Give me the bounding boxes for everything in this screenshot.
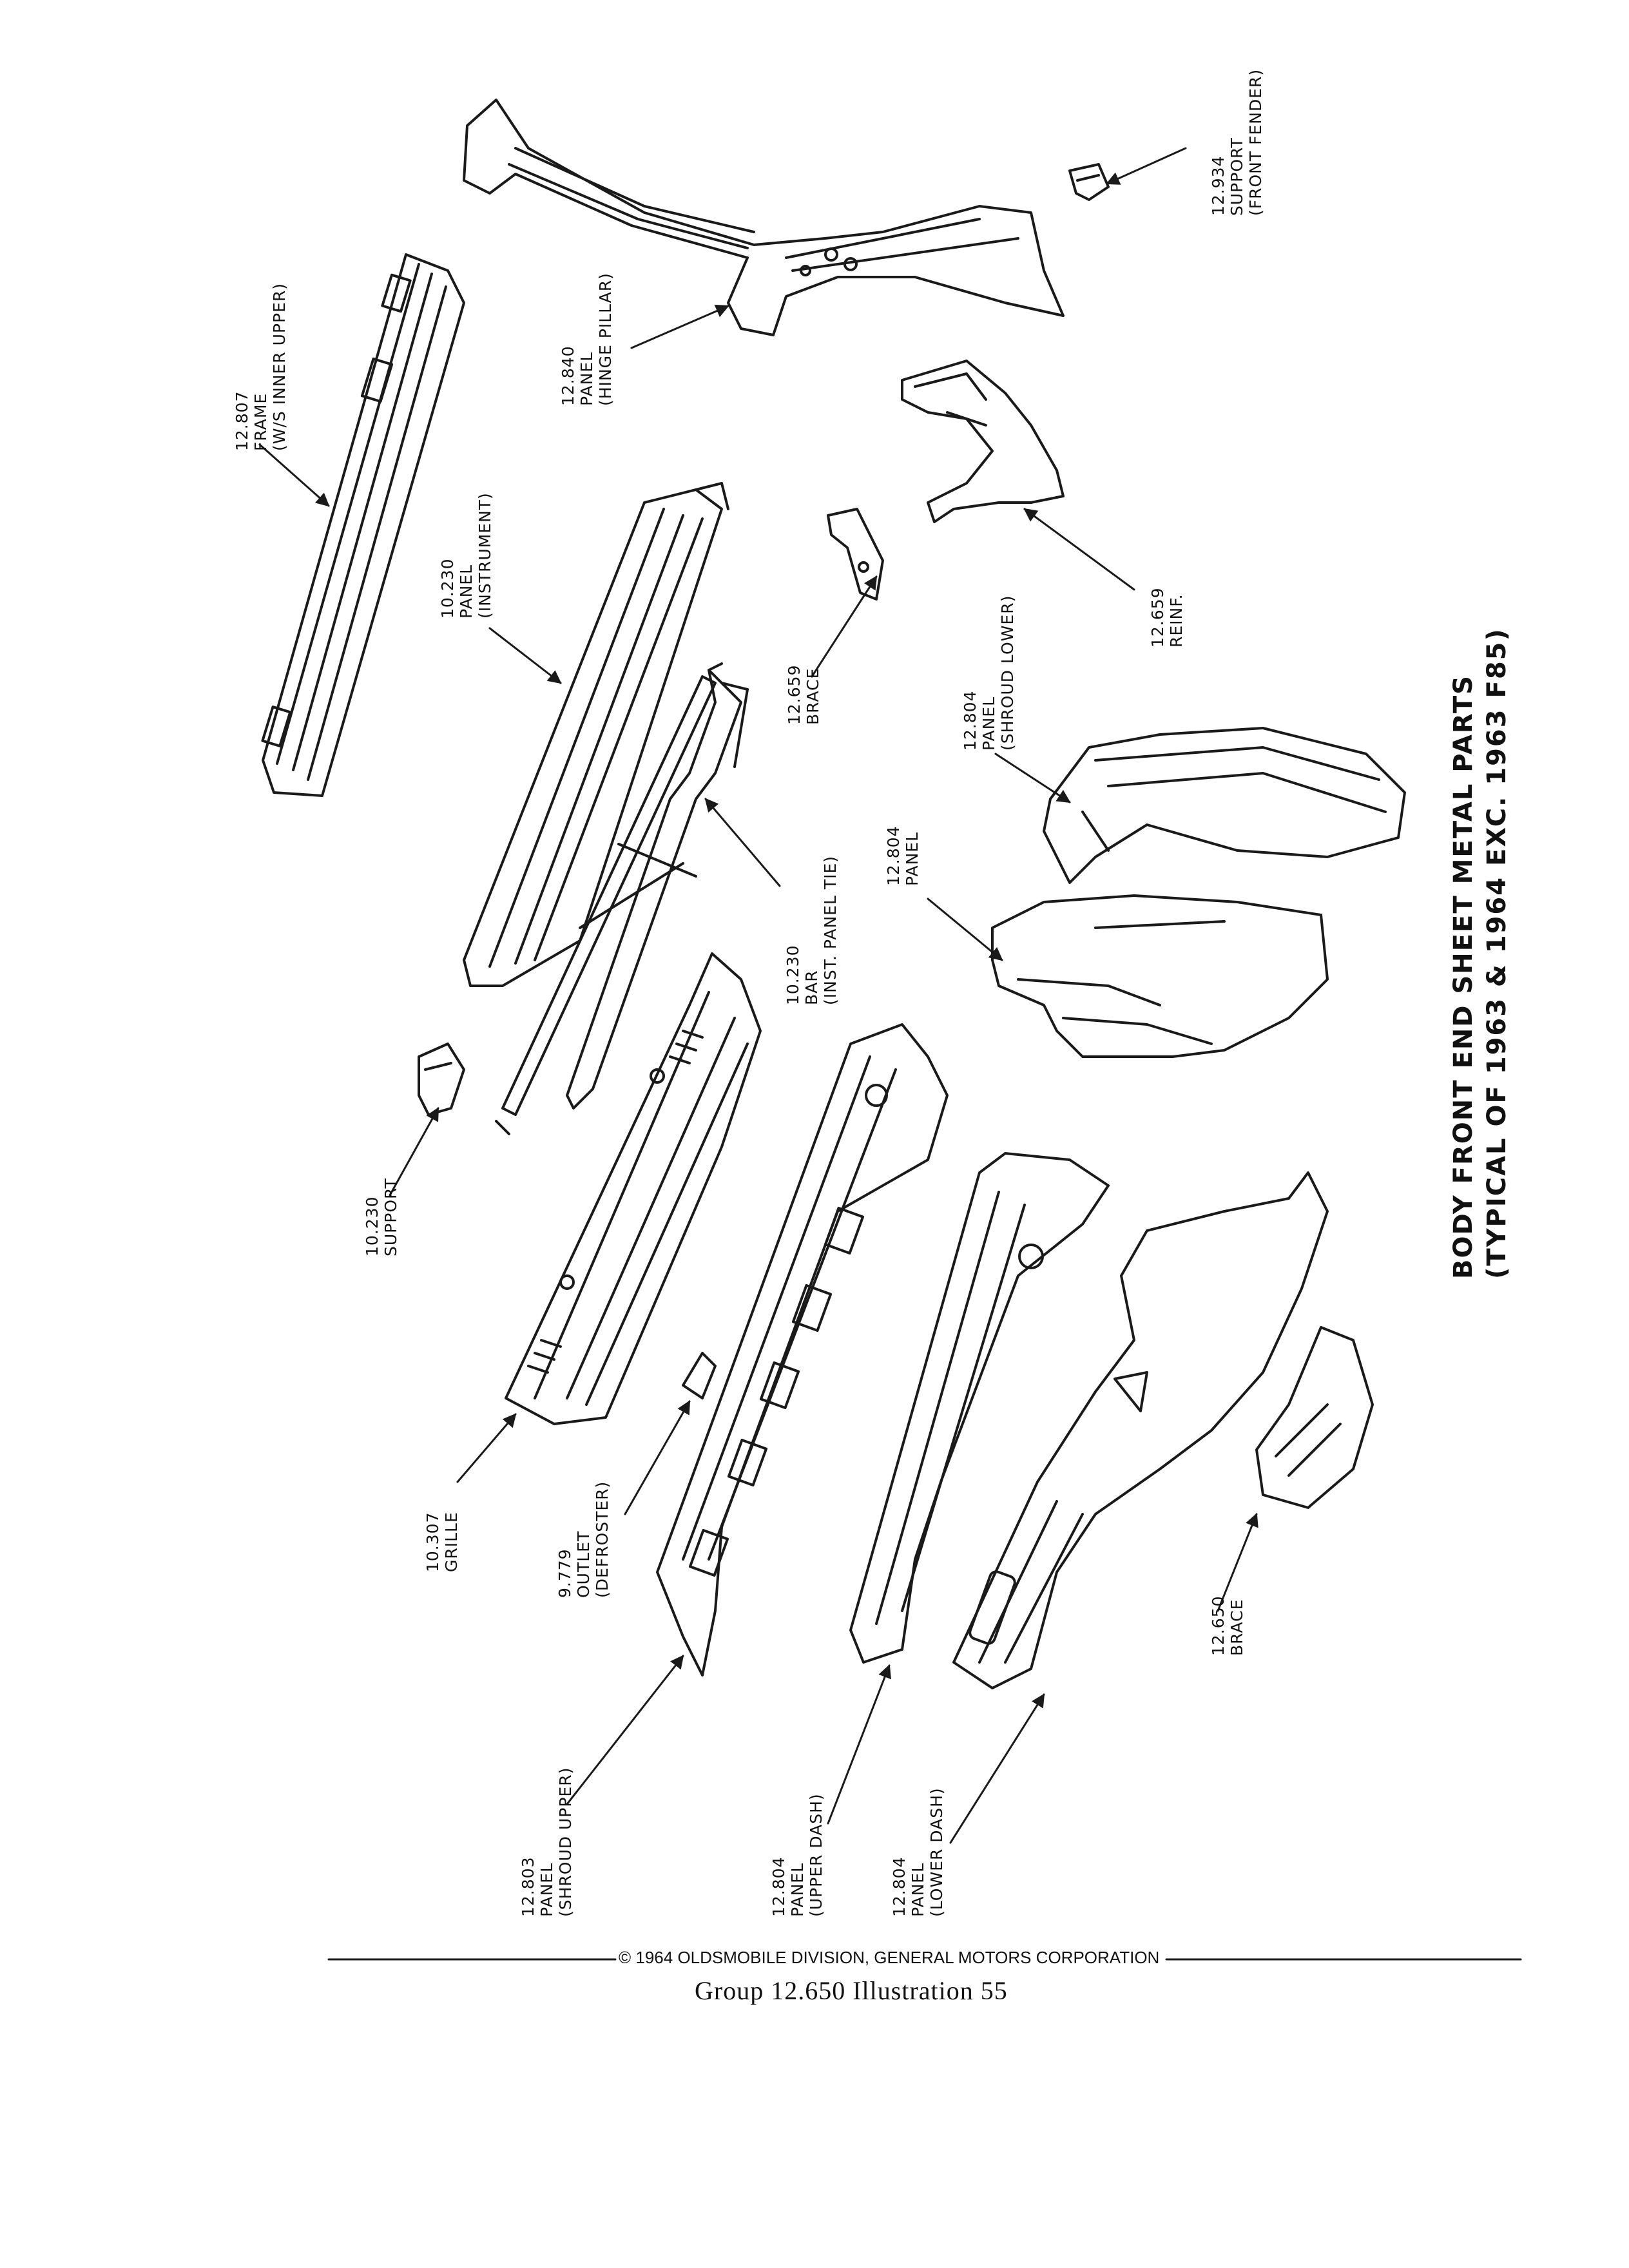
leader-upper-dash <box>827 1664 891 1825</box>
leader-grille <box>456 1413 517 1483</box>
part-tie-rod <box>495 662 723 1135</box>
part-panel-shroud-upper <box>656 1023 949 1677</box>
part-outlet-defroster <box>682 1352 717 1399</box>
leader-brace-12659 <box>811 575 878 678</box>
part-panel-upper-dash <box>849 1152 1110 1664</box>
part-brace-12650 <box>1255 1326 1374 1509</box>
part-panel-12804 <box>991 894 1329 1058</box>
leader-outlet-defroster <box>624 1400 691 1515</box>
leader-lines <box>258 147 1258 1844</box>
leader-panel-instrument <box>488 627 562 684</box>
leader-brace-12650 <box>1217 1513 1258 1612</box>
part-support-10230 <box>418 1043 465 1116</box>
copyright-notice: © 1964 OLDSMOBILE DIVISION, GENERAL MOTO… <box>619 1948 1160 1967</box>
leader-frame <box>258 443 330 507</box>
leader-hinge-pillar <box>630 304 729 349</box>
leader-shroud-lower <box>994 753 1071 803</box>
part-frame-ws-inner-upper <box>261 253 465 797</box>
part-support-front-fender <box>1068 163 1110 201</box>
leader-shroud-upper <box>566 1655 684 1805</box>
title-line-2: (TYPICAL OF 1963 & 1964 EXC. 1963 F85) <box>1482 628 1512 1279</box>
part-panel-instrument <box>463 482 729 987</box>
part-panel-lower-dash <box>952 1171 1329 1689</box>
leader-panel-12804 <box>927 898 1003 961</box>
part-brace-12659 <box>827 508 884 601</box>
leader-support-10230 <box>389 1107 439 1196</box>
title-line-1: BODY FRONT END SHEET METAL PARTS <box>1449 675 1478 1279</box>
leader-lower-dash <box>949 1693 1045 1844</box>
leader-bar-inst-panel-tie <box>704 798 781 887</box>
part-grille <box>505 952 762 1425</box>
part-bar-inst-panel-tie <box>566 669 749 1110</box>
part-panel-hinge-pillar <box>463 99 1065 336</box>
leader-reinf-12659 <box>1023 508 1135 591</box>
leader-support-front-fender <box>1106 147 1187 185</box>
part-panel-shroud-lower <box>1043 727 1406 884</box>
part-reinf-12659 <box>901 360 1065 523</box>
illustration-caption: Group 12.650 Illustration 55 <box>695 1976 1008 2005</box>
